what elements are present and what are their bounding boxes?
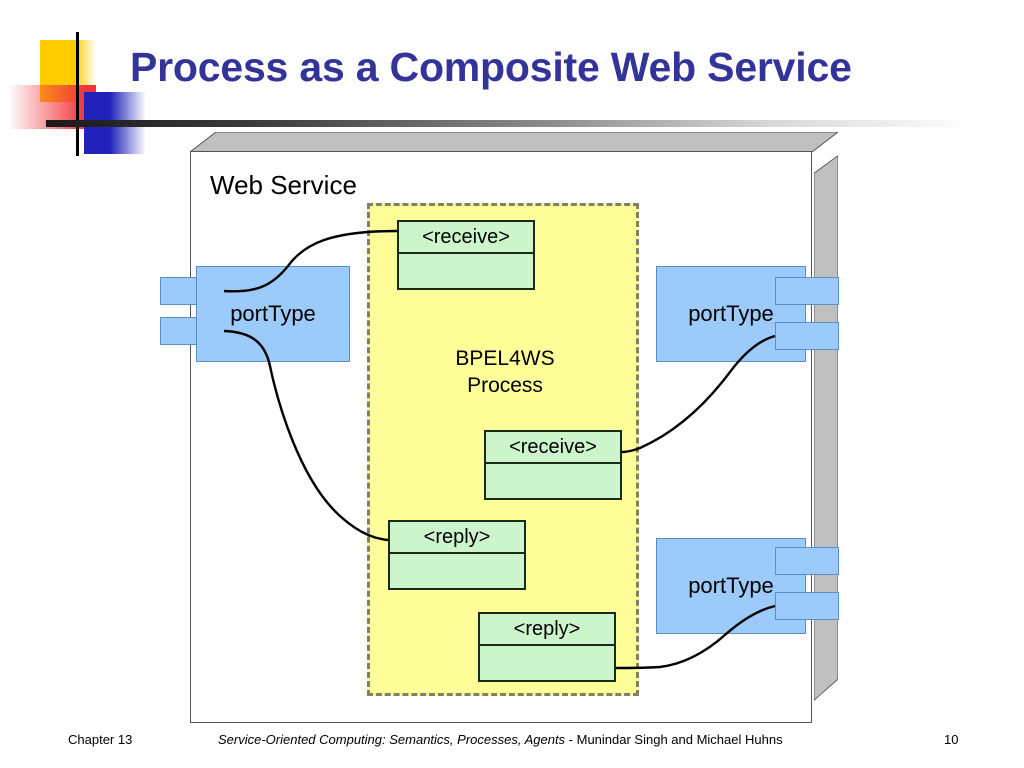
porttype-right-top-tab-1[interactable] <box>775 277 839 305</box>
decoration-vertical-line <box>76 32 79 156</box>
porttype-left[interactable]: portType <box>196 266 350 362</box>
decoration-horizontal-rule <box>46 120 976 127</box>
footer-chapter: Chapter 13 <box>68 732 133 747</box>
porttype-label: portType <box>230 301 316 326</box>
footer-book-title: Service-Oriented Computing: Semantics, P… <box>218 732 566 747</box>
web-service-label: Web Service <box>210 170 357 200</box>
porttype-label: portType <box>688 301 774 326</box>
activity-box-receive-1[interactable]: <receive> <box>397 220 535 290</box>
porttype-label: portType <box>688 573 774 598</box>
porttype-right-bottom-tab-2[interactable] <box>775 592 839 620</box>
box-top-bevel <box>190 132 838 152</box>
page-title: Process as a Composite Web Service <box>130 44 852 90</box>
footer-citation: Service-Oriented Computing: Semantics, P… <box>218 732 783 747</box>
footer-authors: - Munindar Singh and Michael Huhns <box>565 732 783 747</box>
activity-box-reply-2[interactable]: <reply> <box>478 612 616 682</box>
bpel-process-label: BPEL4WS Process <box>400 345 610 399</box>
porttype-right-bottom-tab-1[interactable] <box>775 547 839 575</box>
activity-box-reply-1[interactable]: <reply> <box>388 520 526 590</box>
activity-body <box>399 254 533 288</box>
porttype-right-top-tab-2[interactable] <box>775 322 839 350</box>
activity-label: <reply> <box>480 614 614 646</box>
activity-label: <receive> <box>399 222 533 254</box>
footer-page-number: 10 <box>944 732 959 747</box>
activity-label: <receive> <box>486 432 620 464</box>
activity-box-receive-2[interactable]: <receive> <box>484 430 622 500</box>
activity-body <box>390 554 524 588</box>
activity-body <box>480 646 614 680</box>
bpel-label-line2: Process <box>467 374 543 397</box>
activity-label: <reply> <box>390 522 524 554</box>
box-right-bevel <box>814 155 838 701</box>
bpel-label-line1: BPEL4WS <box>455 347 555 370</box>
slide-footer: Chapter 13 Service-Oriented Computing: S… <box>0 732 1024 752</box>
activity-body <box>486 464 620 498</box>
